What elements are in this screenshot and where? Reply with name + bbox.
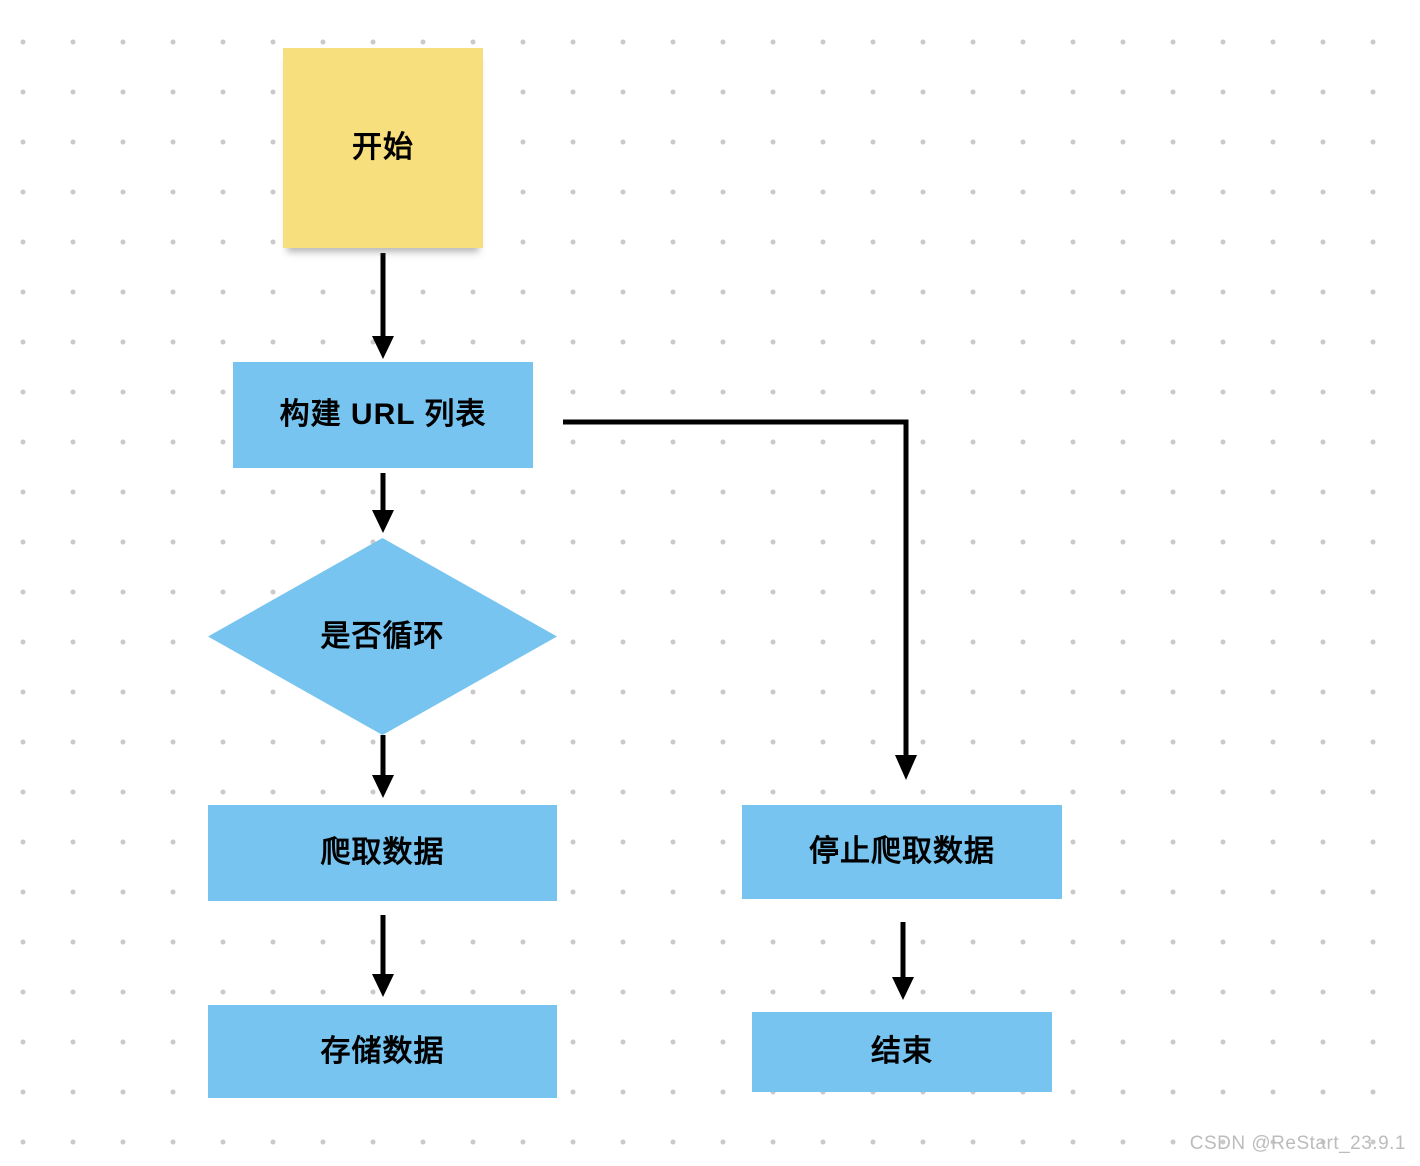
flow-node-build-url-list: 构建 URL 列表 xyxy=(233,362,533,468)
arrow-start-to-build xyxy=(372,253,394,359)
arrow-stop-to-end xyxy=(892,922,914,1000)
csdn-watermark: CSDN @ReStart_23.9.1 xyxy=(1189,1133,1406,1154)
flow-node-stop-crawl-data-label: 停止爬取数据 xyxy=(809,835,995,868)
flow-node-end-label: 结束 xyxy=(871,1035,933,1068)
flow-node-store-data-label: 存储数据 xyxy=(320,1034,445,1068)
flow-node-crawl-data-label: 爬取数据 xyxy=(320,836,445,869)
flow-node-crawl-data: 爬取数据 xyxy=(208,805,557,901)
arrow-decision-to-crawl xyxy=(372,735,394,798)
flow-node-end: 结束 xyxy=(752,1012,1052,1092)
flow-node-start-label: 开始 xyxy=(352,131,414,164)
arrow-build-to-stop xyxy=(563,419,917,780)
flow-node-loop-decision: 是否循环 xyxy=(208,538,557,735)
flow-node-loop-decision-label: 是否循环 xyxy=(320,619,445,653)
arrow-build-to-decision xyxy=(372,473,394,533)
flow-node-build-url-list-label: 构建 URL 列表 xyxy=(279,398,487,431)
flow-node-stop-crawl-data: 停止爬取数据 xyxy=(742,805,1062,899)
arrow-crawl-to-store xyxy=(372,915,394,997)
flow-node-start: 开始 xyxy=(283,48,483,248)
flow-node-store-data: 存储数据 xyxy=(208,1005,557,1098)
